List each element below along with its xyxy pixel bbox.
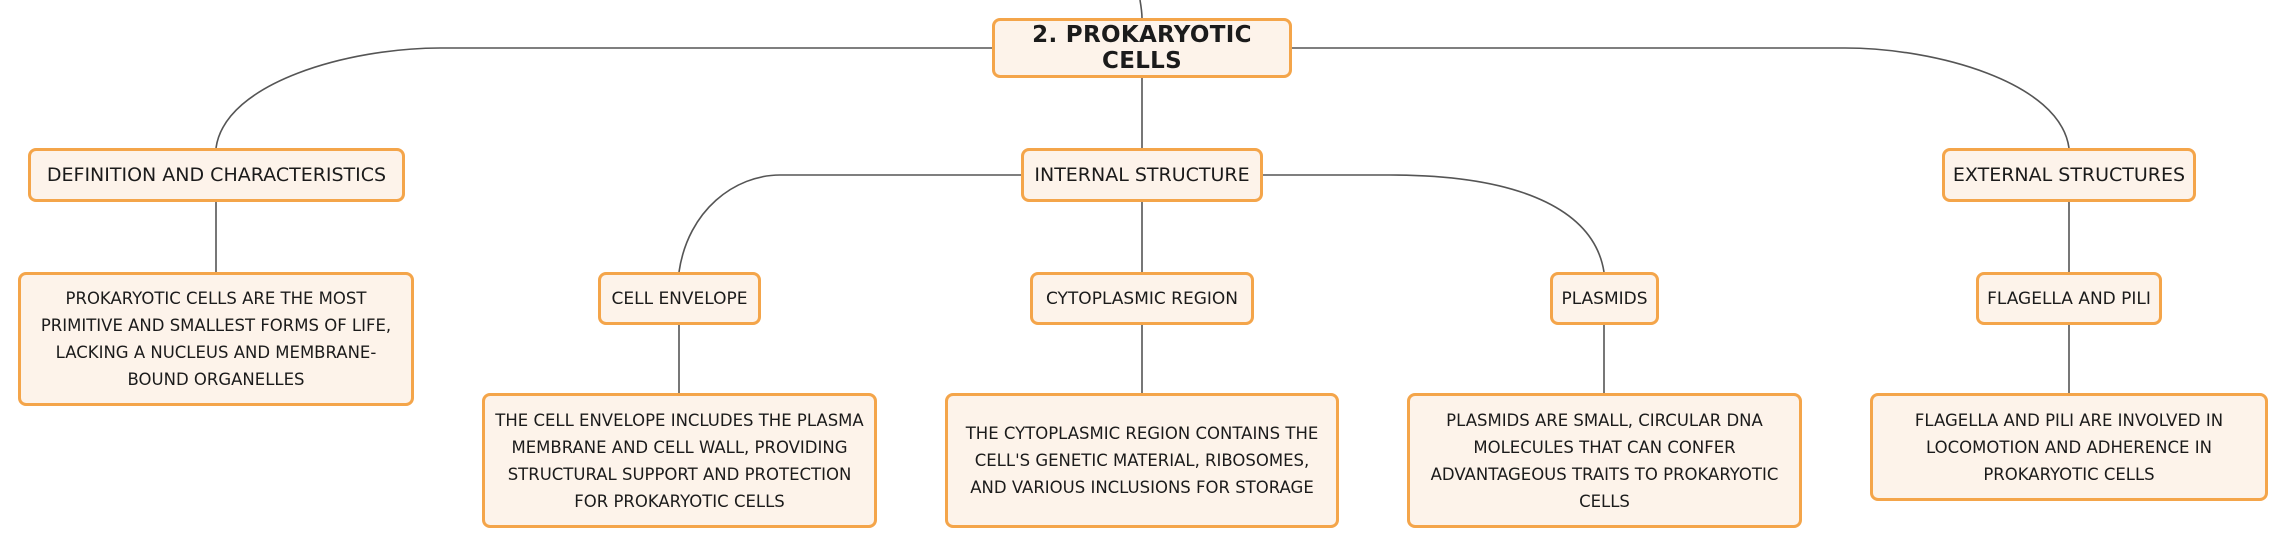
detail-cell-envelope[interactable]: THE CELL ENVELOPE INCLUDES THE PLASMA ME…	[482, 393, 877, 528]
connector-internal-to-plasmids	[1263, 174, 1605, 273]
topic-cytoplasmic-region[interactable]: CYTOPLASMIC REGION	[1030, 272, 1254, 325]
connector-parent-to-root	[1139, 0, 1143, 19]
root-topic[interactable]: 2. PROKARYOTIC CELLS	[992, 18, 1292, 78]
topic-flagella-and-pili[interactable]: FLAGELLA AND PILI	[1976, 272, 2162, 325]
topic-definition-and-characteristics[interactable]: DEFINITION AND CHARACTERISTICS	[28, 148, 405, 202]
topic-cell-envelope[interactable]: CELL ENVELOPE	[598, 272, 761, 325]
detail-cytoplasmic-region[interactable]: THE CYTOPLASMIC REGION CONTAINS THE CELL…	[945, 393, 1339, 528]
detail-plasmids[interactable]: PLASMIDS ARE SMALL, CIRCULAR DNA MOLECUL…	[1407, 393, 1802, 528]
connector-root-to-definition	[215, 47, 995, 149]
detail-definition[interactable]: PROKARYOTIC CELLS ARE THE MOST PRIMITIVE…	[18, 272, 414, 406]
topic-internal-structure[interactable]: INTERNAL STRUCTURE	[1021, 148, 1263, 202]
detail-flagella-and-pili[interactable]: FLAGELLA AND PILI ARE INVOLVED IN LOCOMO…	[1870, 393, 2268, 501]
topic-external-structures[interactable]: EXTERNAL STRUCTURES	[1942, 148, 2196, 202]
connector-root-to-external	[1289, 47, 2070, 149]
topic-plasmids[interactable]: PLASMIDS	[1550, 272, 1659, 325]
connector-internal-to-envelope	[678, 174, 1021, 273]
